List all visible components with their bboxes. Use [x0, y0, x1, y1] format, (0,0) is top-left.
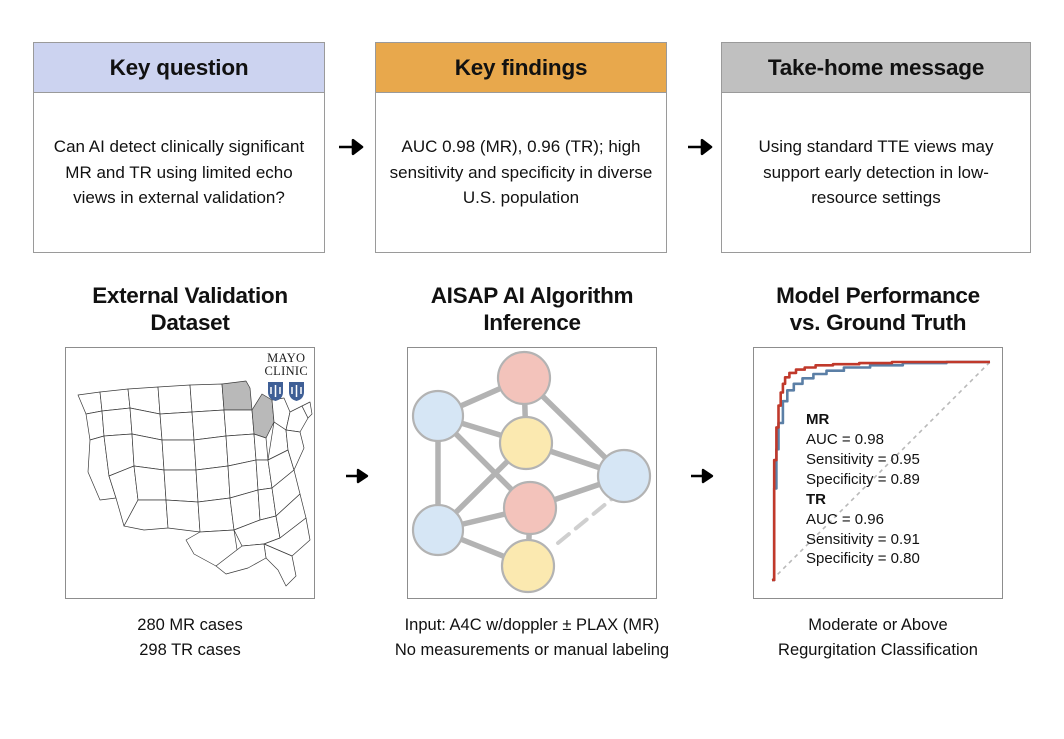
mayo-shield-icon [267, 382, 304, 402]
external-validation-caption: 280 MR cases 298 TR cases [34, 613, 346, 664]
take-home-message-text: Using standard TTE views may support ear… [758, 137, 994, 208]
arrow-right-icon [685, 132, 715, 162]
mayo-clinic-logo-line2: CLINIC [264, 363, 308, 378]
aisap-inference-title-line2: Inference [483, 310, 581, 336]
key-question-header: Key question [34, 43, 324, 93]
summary-boxes-row: Key question Can AI detect clinically si… [0, 42, 1064, 254]
roc-tr-sensitivity: Sensitivity = 0.91 [806, 530, 920, 548]
roc-curve-mr [772, 360, 990, 582]
us-map-panel: MAYO CLINIC [65, 346, 315, 599]
roc-mr-specificity: Specificity = 0.89 [806, 470, 920, 488]
arrow-right-icon [343, 462, 371, 490]
neural-network-panel [407, 346, 657, 599]
model-performance-column: Model Performance vs. Ground Truth MR AU… [722, 282, 1034, 664]
roc-tr-specificity: Specificity = 0.80 [806, 550, 920, 568]
key-findings-header-label: Key findings [454, 54, 588, 80]
regurgitation-classification-text: Regurgitation Classification [778, 641, 978, 660]
model-performance-title: Model Performance vs. Ground Truth [722, 282, 1034, 337]
model-performance-title-line2: vs. Ground Truth [789, 310, 967, 336]
arrow-right-icon [688, 462, 716, 490]
mr-cases-count: 280 MR cases [137, 615, 243, 634]
external-validation-column: External Validation Dataset [34, 282, 346, 664]
mayo-clinic-logo-line1: MAYO [267, 350, 306, 365]
key-question-header-label: Key question [109, 54, 249, 80]
model-performance-title-line1: Model Performance [776, 283, 980, 308]
moderate-or-above-text: Moderate or Above [808, 615, 948, 634]
roc-mr-sensitivity: Sensitivity = 0.95 [806, 450, 920, 468]
take-home-message-box: Take-home message Using standard TTE vie… [721, 42, 1031, 253]
tr-cases-count: 298 TR cases [139, 641, 241, 660]
roc-mr-label: MR [806, 410, 830, 428]
key-question-body: Can AI detect clinically significant MR … [34, 93, 324, 252]
external-validation-title: External Validation Dataset [34, 282, 346, 337]
aisap-inference-column: AISAP AI Algorithm Inference [376, 282, 688, 664]
key-findings-header: Key findings [376, 43, 666, 93]
take-home-message-header: Take-home message [722, 43, 1030, 93]
key-findings-box: Key findings AUC 0.98 (MR), 0.96 (TR); h… [375, 42, 667, 253]
arrow-right-icon [336, 132, 366, 162]
model-performance-caption: Moderate or Above Regurgitation Classifi… [722, 613, 1034, 664]
aisap-inference-title: AISAP AI Algorithm Inference [376, 282, 688, 337]
roc-tr-auc: AUC = 0.96 [806, 510, 884, 528]
external-validation-title-line1: External Validation [92, 283, 288, 308]
key-question-text: Can AI detect clinically significant MR … [53, 137, 305, 208]
key-findings-text: AUC 0.98 (MR), 0.96 (TR); high sensitivi… [389, 137, 653, 208]
aisap-inference-caption: Input: A4C w/doppler ± PLAX (MR) No meas… [376, 613, 688, 664]
aisap-inference-title-line1: AISAP AI Algorithm [430, 283, 634, 308]
take-home-message-header-label: Take-home message [767, 54, 985, 80]
roc-tr-label: TR [806, 490, 826, 508]
mayo-clinic-logo: MAYO CLINIC [265, 352, 308, 404]
no-measurements-text: No measurements or manual labeling [394, 641, 670, 660]
roc-mr-auc: AUC = 0.98 [806, 430, 884, 448]
roc-reference-line [771, 361, 991, 581]
key-question-box: Key question Can AI detect clinically si… [33, 42, 325, 253]
input-views-text: Input: A4C w/doppler ± PLAX (MR) [404, 615, 660, 634]
key-findings-body: AUC 0.98 (MR), 0.96 (TR); high sensitivi… [376, 93, 666, 252]
external-validation-title-line2: Dataset [150, 310, 230, 336]
roc-curve-panel: MR AUC = 0.98 Sensitivity = 0.95 Specifi… [753, 346, 1003, 599]
take-home-message-body: Using standard TTE views may support ear… [722, 93, 1030, 252]
